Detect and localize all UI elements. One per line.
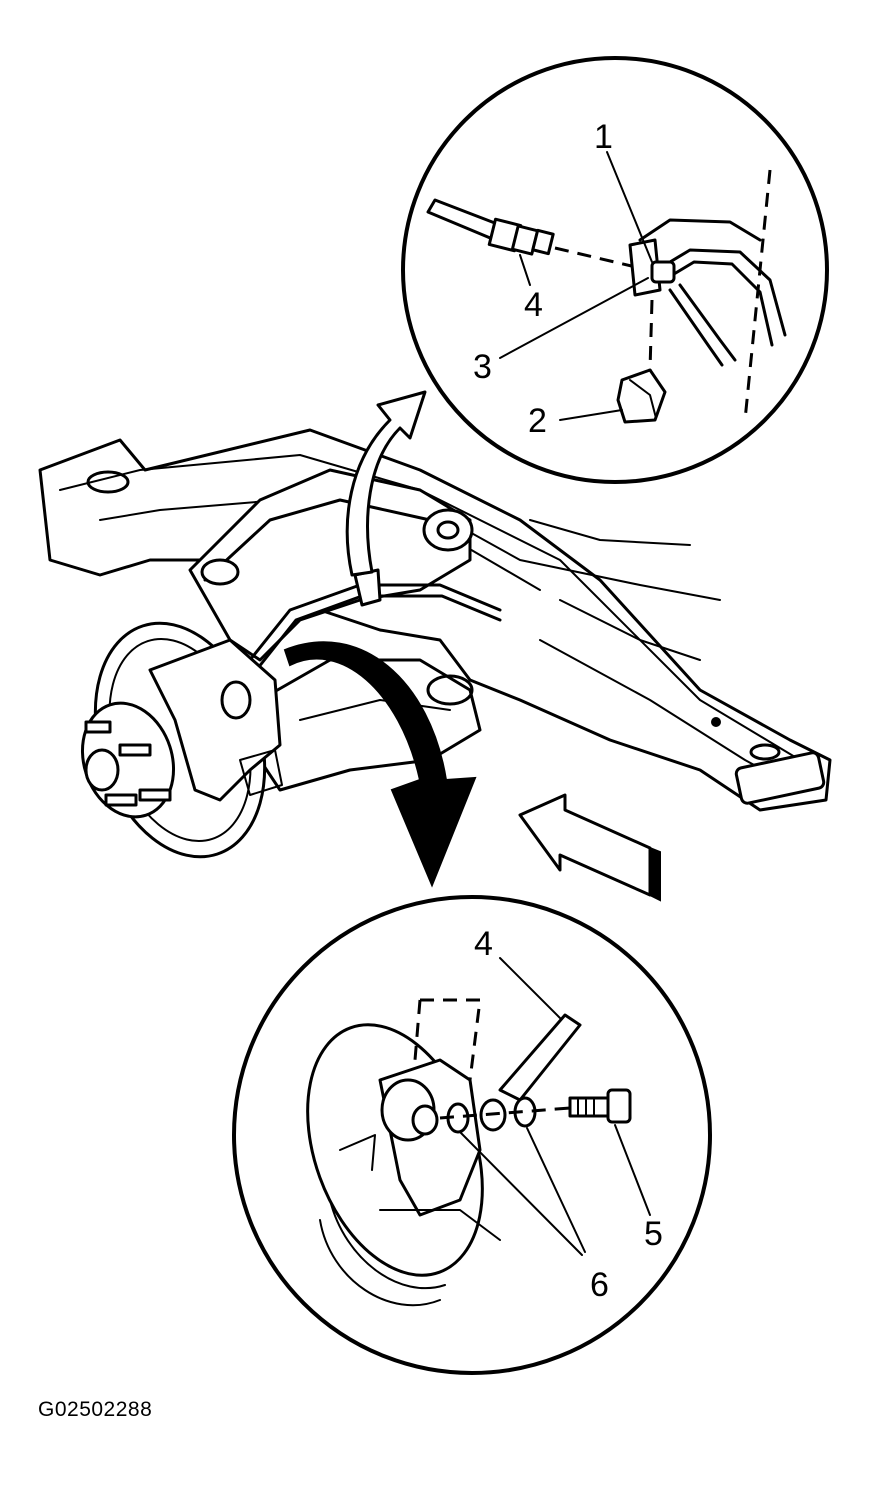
control-arm — [188, 468, 472, 662]
arrow-down-to-bottom-detail — [283, 641, 477, 888]
view-direction-arrow — [518, 793, 652, 897]
top-detail-circle — [401, 56, 829, 484]
leader-2 — [559, 409, 623, 421]
hub-center — [84, 748, 120, 792]
rivet — [711, 717, 721, 727]
arrow-up-to-top-detail — [345, 390, 427, 577]
callout-6: 6 — [590, 1266, 609, 1304]
bottom-detail-circle — [232, 895, 712, 1375]
floor-line-2 — [529, 519, 691, 546]
wheel-stud-4 — [84, 720, 112, 734]
subframe-slot — [749, 743, 781, 761]
view-arrow-shadow — [649, 846, 661, 902]
mount-hole-left — [86, 470, 130, 494]
caliper-window — [220, 680, 252, 720]
top-detail-view: 1 2 3 4 — [401, 56, 829, 484]
floor-line-1 — [429, 509, 721, 601]
leader-1 — [606, 151, 653, 263]
floor-line-3 — [559, 599, 701, 661]
bottom-detail-view: 4 5 6 — [232, 895, 712, 1375]
brake-pipe-bundle-3 — [638, 218, 762, 242]
caliper-inlet — [411, 1104, 439, 1136]
banjo-bolt-shank — [568, 1096, 614, 1118]
hose-alignment-line — [554, 246, 641, 270]
callout-4-top: 4 — [524, 286, 543, 324]
lower-arm-edge — [299, 699, 451, 721]
bracket-alignment-line — [648, 299, 654, 371]
hose-end — [531, 228, 555, 256]
brake-pipe-bundle-1 — [658, 248, 787, 337]
arm-bushing — [422, 508, 474, 552]
callout-5: 5 — [644, 1215, 663, 1253]
frame-reference-line — [743, 169, 772, 421]
banjo-bolt-head — [606, 1088, 632, 1124]
pipe-retainer-clip — [650, 260, 676, 284]
knuckle-outline-2 — [413, 999, 422, 1061]
brake-hose-bottom — [498, 1013, 582, 1102]
wheel-stud-2 — [104, 793, 138, 807]
brake-caliper — [148, 638, 282, 802]
arm-bushing-core — [436, 520, 460, 540]
figure-id: G02502288 — [38, 1398, 153, 1421]
knuckle-outline — [420, 998, 482, 1081]
rotor-section-arc-2 — [329, 1199, 446, 1290]
bolt-thread — [577, 1097, 595, 1117]
lower-arm-bushing — [426, 674, 474, 706]
callout-arrows — [283, 390, 661, 902]
callout-2: 2 — [528, 402, 547, 440]
leader-6a — [459, 1131, 583, 1256]
brake-pipe-bundle-2 — [662, 260, 774, 347]
control-arm-edge — [203, 498, 432, 582]
wheel-stud-3 — [138, 788, 172, 802]
leader-5 — [614, 1124, 651, 1216]
brake-hose — [426, 198, 502, 242]
leader-6b — [526, 1127, 586, 1253]
caliper-bracket — [239, 749, 283, 796]
subframe-end-cap — [734, 751, 826, 805]
knuckle-lower — [379, 1209, 501, 1241]
wheel-stud-1 — [118, 743, 152, 757]
leader-4-bottom — [499, 957, 561, 1019]
brake-pipe-lower-2 — [668, 288, 724, 367]
callout-4-bottom: 4 — [474, 925, 493, 963]
callout-1: 1 — [594, 118, 613, 156]
arm-bushing-front — [200, 558, 240, 586]
rotor-section-arc — [319, 1219, 441, 1307]
retainer-clip-part — [616, 368, 667, 424]
retainer-clip-fold — [629, 379, 657, 419]
callout-3: 3 — [473, 348, 492, 386]
leader-3 — [499, 277, 649, 359]
leader-4 — [519, 254, 531, 286]
brake-pipe-lower — [678, 283, 737, 362]
knuckle-detail — [339, 1134, 376, 1171]
